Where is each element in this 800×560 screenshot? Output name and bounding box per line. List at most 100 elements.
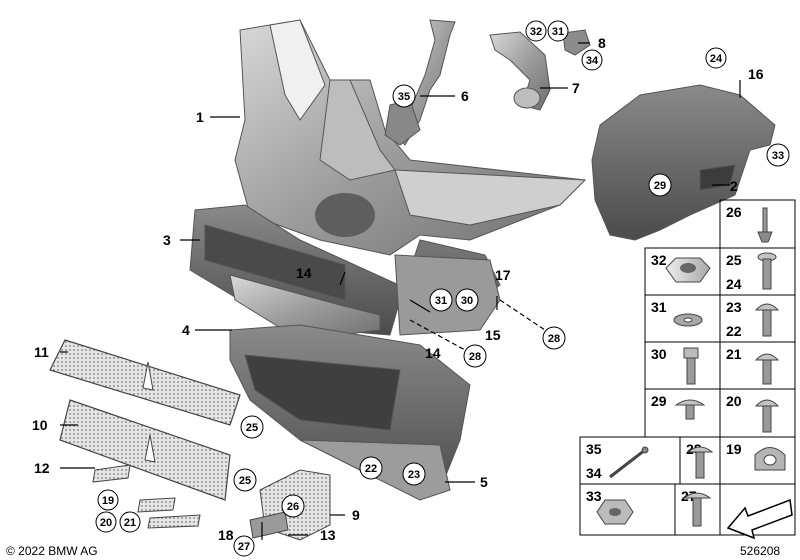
svg-text:26: 26	[287, 501, 299, 513]
hose-part-6	[384, 19, 456, 146]
table-label-32: 32	[651, 252, 667, 268]
nut-32-icon	[665, 257, 711, 283]
table-label-20: 20	[726, 393, 742, 409]
bolt-25-icon	[757, 252, 777, 290]
callout-14-lower: 14	[425, 345, 441, 361]
circle-callout-29: 29	[648, 173, 672, 197]
callout-13: 13	[320, 527, 336, 543]
table-label-33: 33	[586, 488, 602, 504]
part-number-labels: 1 2 3 4 5 6 7 8 9 10 11 12 13 14 14 15 1…	[32, 35, 764, 543]
callout-3: 3	[163, 232, 171, 248]
callout-10: 10	[32, 417, 48, 433]
leader-lines	[60, 42, 741, 540]
circle-callout-31b: 31	[429, 288, 453, 312]
copyright-text: © 2022 BMW AG	[6, 544, 98, 558]
callout-12: 12	[34, 460, 50, 476]
grille-part-10	[59, 399, 231, 501]
table-label-26: 26	[726, 204, 742, 220]
svg-text:20: 20	[100, 517, 112, 529]
bracket-part-8	[562, 29, 591, 56]
callout-7: 7	[572, 80, 580, 96]
table-label-23: 23	[726, 299, 742, 315]
circle-callout-27: 27	[233, 535, 255, 557]
circle-callout-34: 34	[581, 49, 603, 71]
plate-part-13	[249, 511, 289, 539]
bolt-20-icon	[754, 399, 780, 433]
callout-9: 9	[352, 507, 360, 523]
table-label-22: 22	[726, 323, 742, 339]
svg-text:21: 21	[124, 517, 136, 529]
table-label-29: 29	[651, 393, 667, 409]
svg-text:32: 32	[530, 26, 542, 38]
callout-17: 17	[495, 267, 511, 283]
clip-19-icon	[754, 447, 786, 471]
svg-text:25: 25	[239, 475, 251, 487]
circle-callout-35: 35	[392, 84, 416, 108]
table-label-34: 34	[586, 465, 602, 481]
callout-16: 16	[748, 66, 764, 82]
callout-8: 8	[598, 35, 606, 51]
svg-text:28: 28	[548, 333, 560, 345]
svg-text:25: 25	[246, 422, 258, 434]
air-duct-part-1	[234, 19, 587, 256]
circle-callout-24: 24	[705, 47, 727, 69]
table-label-19: 19	[726, 441, 742, 457]
table-label-30: 30	[651, 346, 667, 362]
callout-4: 4	[182, 322, 190, 338]
callout-2: 2	[730, 178, 738, 194]
svg-text:24: 24	[710, 53, 723, 65]
bolt-30-icon	[683, 347, 699, 385]
svg-text:30: 30	[461, 295, 473, 307]
table-label-24: 24	[726, 276, 742, 292]
circle-callout-19: 19	[97, 489, 119, 511]
circle-callout-20: 20	[95, 511, 117, 533]
table-label-35: 35	[586, 441, 602, 457]
table-label-31: 31	[651, 299, 667, 315]
circle-callout-26: 26	[281, 494, 305, 518]
bolt-28-icon	[686, 446, 714, 479]
svg-text:27: 27	[238, 541, 250, 553]
duct-part-7	[489, 31, 551, 111]
diagram-id-text: 526208	[740, 544, 780, 558]
bolt-29-icon	[674, 399, 706, 420]
callout-6: 6	[461, 88, 469, 104]
bolt-21-icon	[754, 353, 780, 385]
circle-callout-33: 33	[766, 143, 790, 167]
screw-26-icon	[757, 207, 773, 243]
svg-text:19: 19	[102, 495, 114, 507]
grille-part-11	[49, 339, 241, 426]
circle-callout-30: 30	[455, 288, 479, 312]
callout-14-upper: 14	[296, 265, 312, 281]
svg-text:34: 34	[586, 55, 599, 67]
svg-text:35: 35	[398, 91, 410, 103]
circle-callout-22: 22	[359, 456, 383, 480]
svg-text:31: 31	[435, 295, 447, 307]
circle-callout-25a: 25	[240, 415, 264, 439]
svg-text:23: 23	[408, 469, 420, 481]
cable-tie-35-icon	[609, 446, 649, 479]
svg-text:28: 28	[469, 351, 481, 363]
circle-callout-28b: 28	[463, 344, 487, 368]
callout-11: 11	[34, 344, 49, 360]
svg-text:22: 22	[365, 463, 377, 475]
table-label-21: 21	[726, 346, 742, 362]
callout-18: 18	[218, 527, 234, 543]
circle-callout-28a: 28	[542, 326, 566, 350]
circle-callout-31: 31	[547, 20, 569, 42]
cover-part-2	[591, 84, 776, 241]
arrow-symbol-icon	[726, 498, 793, 540]
parts-table: 26 32 25 24 31 23 22 30 21 29 20 35 34 2…	[579, 199, 796, 540]
svg-text:31: 31	[552, 26, 564, 38]
bolt-27-icon	[682, 492, 712, 527]
circle-callouts: 32 31 34 35 24 33 29 31 30 28 28 25 25 2…	[95, 20, 790, 557]
callout-1: 1	[196, 109, 204, 125]
washer-31-icon	[673, 313, 703, 327]
nut-33-icon	[596, 499, 634, 525]
callout-15: 15	[485, 327, 501, 343]
bolt-23-icon	[754, 303, 780, 337]
svg-text:29: 29	[654, 180, 666, 192]
circle-callout-21: 21	[119, 511, 141, 533]
circle-callout-23: 23	[402, 462, 426, 486]
circle-callout-32: 32	[525, 20, 547, 42]
